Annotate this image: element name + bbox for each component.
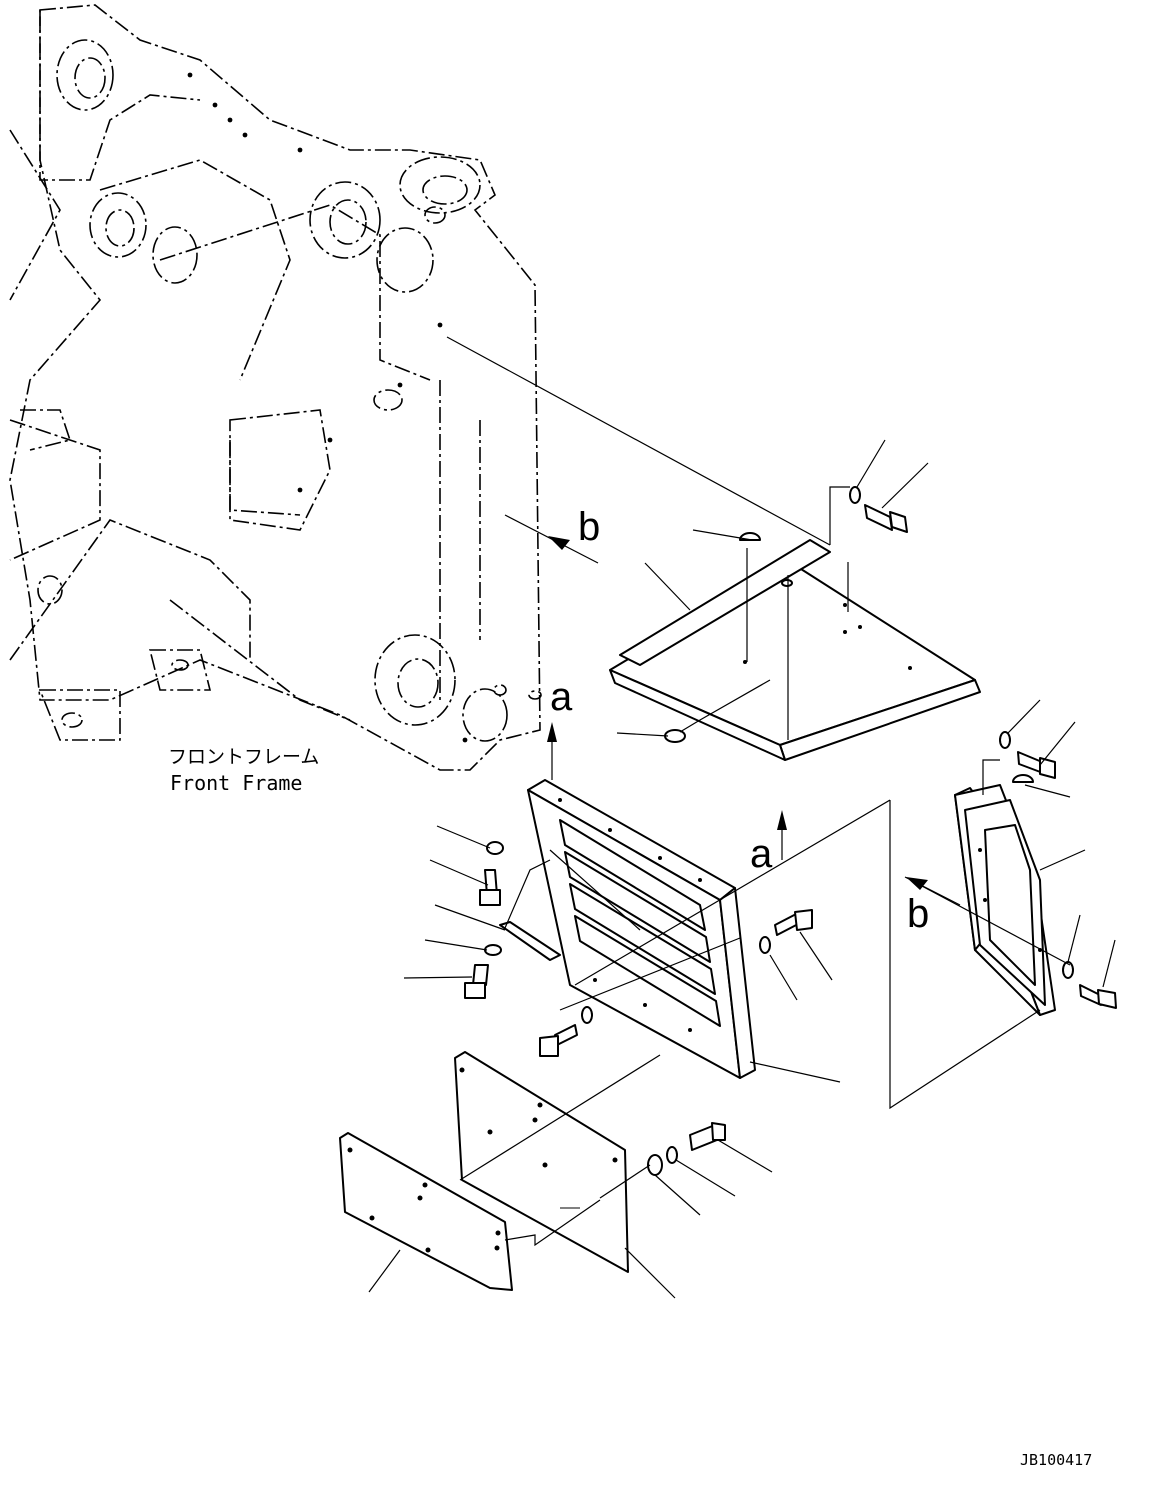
arrow-b-side <box>904 876 961 906</box>
arrow-a-frame <box>547 722 557 780</box>
front-cover-plate <box>339 1132 513 1291</box>
small-plate <box>499 921 561 961</box>
top-cover-panel <box>609 532 981 761</box>
cap-fastener <box>1012 774 1034 783</box>
arrow-a-cover <box>777 810 787 860</box>
front-grille <box>527 779 756 1079</box>
leader-lines <box>368 336 1116 1299</box>
front-frame-label-en: Front Frame <box>170 771 302 795</box>
arrow-label-a-frame: a <box>550 675 573 719</box>
drawing-number: JB100417 <box>1020 1451 1092 1469</box>
arrow-label-b-side: b <box>907 892 929 936</box>
rear-cover-plate <box>454 1051 629 1273</box>
front-frame <box>9 4 542 771</box>
side-panel <box>954 784 1056 1016</box>
arrow-b-frame <box>504 514 599 564</box>
plate-holes <box>347 1067 618 1253</box>
bolts <box>464 504 1117 1151</box>
arrow-label-a-cover: a <box>750 832 773 876</box>
arrow-label-b-frame: b <box>578 505 600 549</box>
front-frame-label-jp: フロントフレーム <box>168 746 319 768</box>
